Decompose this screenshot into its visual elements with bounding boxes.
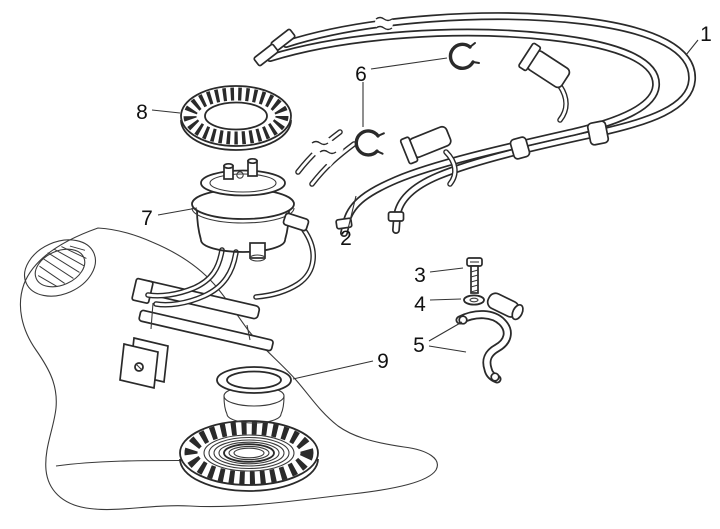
callout-label-1: 1 [700,23,712,46]
hose-break-mark [375,14,393,32]
retaining-clip-1 [448,42,480,70]
screw [466,257,483,294]
leader-line-3 [429,267,464,273]
callout-label-3: 3 [414,264,426,287]
leader-line-9 [292,360,374,380]
ring-nut [180,85,292,151]
leader-line-4 [429,298,462,301]
callout-label-6: 6 [355,63,367,86]
bracket [455,292,524,384]
leader-line-5a [428,321,463,342]
gasket-sleeve [216,366,292,424]
hose-couplers [509,120,610,160]
retaining-clip-2 [354,129,385,157]
callouts: 1 2 3 4 5 6 7 8 9 [136,23,712,380]
leader-line-8 [151,109,181,114]
pump-side-port [282,212,310,232]
tank-mounting-plate [119,336,169,390]
leader-line-2 [347,195,357,230]
fuel-hose-1 [282,12,697,234]
leader-line-1 [685,39,699,56]
callout-label-4: 4 [414,293,426,316]
tank-filler-opening [24,239,96,297]
leader-line-6a [370,57,448,70]
hose-elbow-fitting [518,42,571,123]
washer [463,294,485,306]
callout-label-8: 8 [136,101,148,124]
hose-end-fittings [253,28,405,230]
tank-flange-ring-nut [179,420,319,492]
pump-tubes [145,227,316,308]
callout-label-2: 2 [340,227,352,250]
fuel-pump-unit [191,157,310,262]
leader-line-7 [157,207,198,216]
fuel-hose-2 [266,28,661,237]
hose-cylinder-fitting [399,125,458,187]
callout-label-9: 9 [377,350,389,373]
float-assembly [131,277,274,352]
fuel-tank-outline [19,227,438,511]
callout-label-5: 5 [413,334,425,357]
callout-label-7: 7 [141,207,153,230]
leader-line-5b [428,345,467,353]
cut-hose-stubs [295,129,357,187]
